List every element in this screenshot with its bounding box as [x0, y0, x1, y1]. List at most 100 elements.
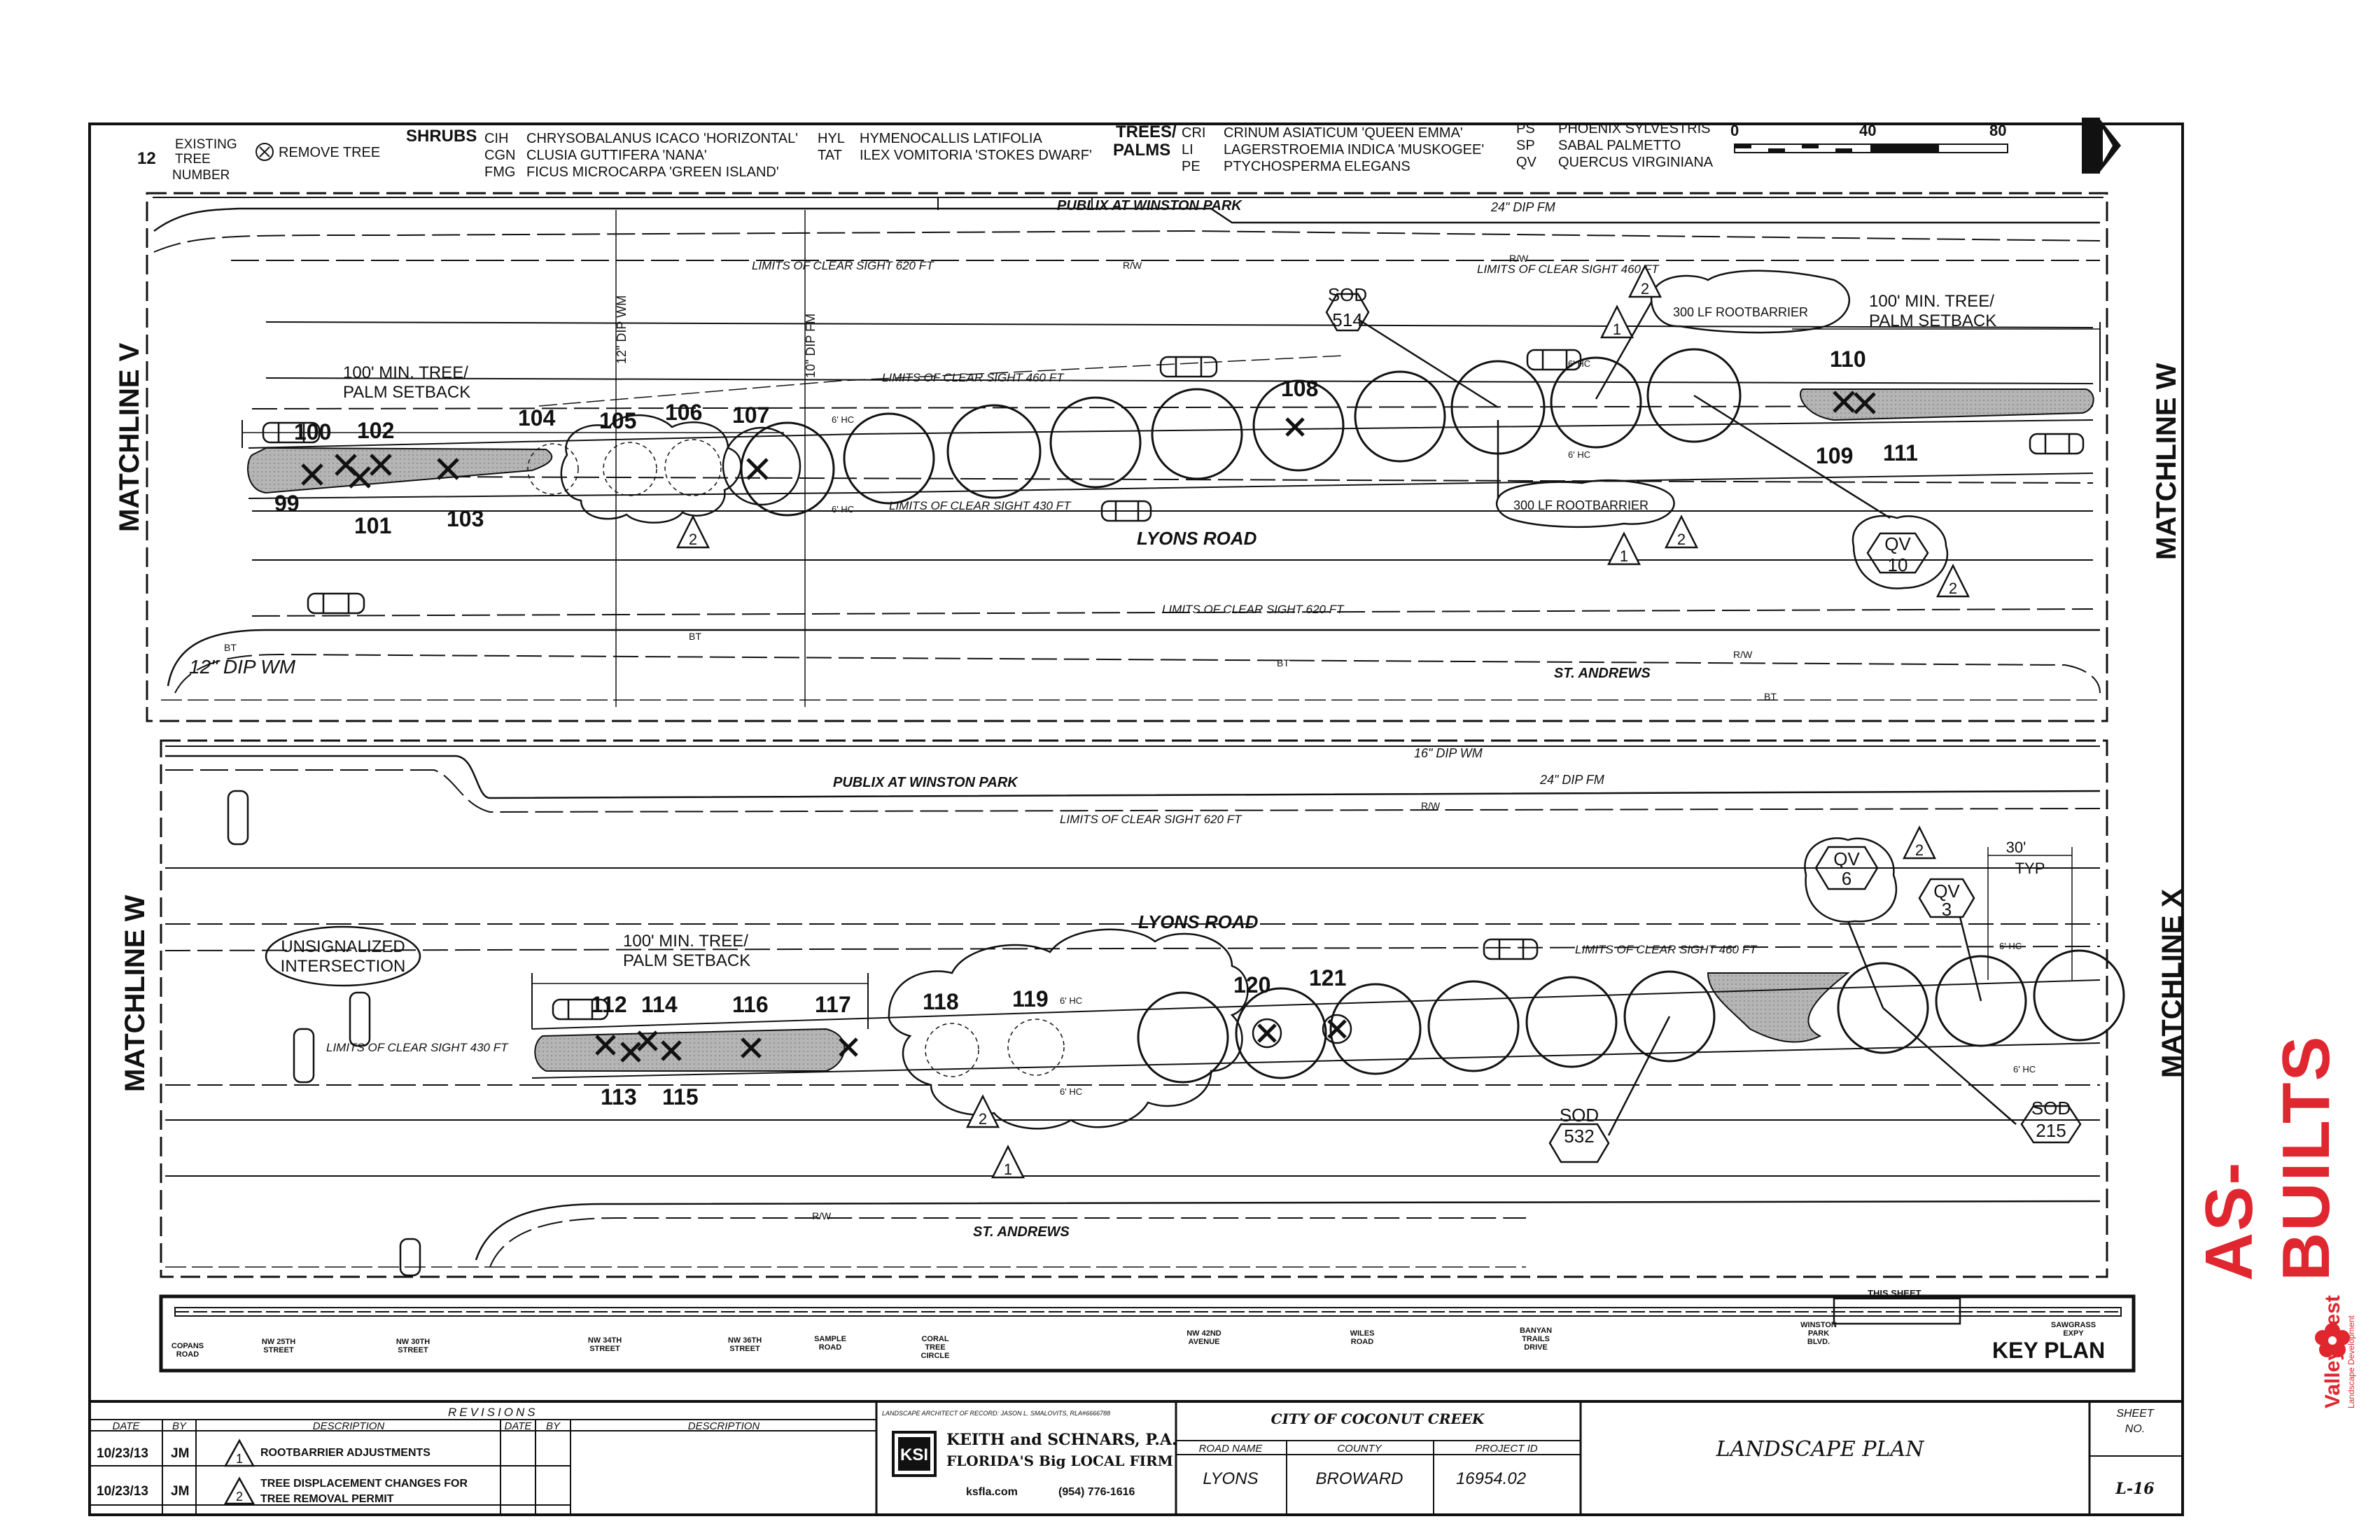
hc-label: 6' HC [832, 504, 854, 514]
legend-tree-code: PE [1182, 159, 1200, 174]
matchline-v-label: MATCHLINE V [114, 342, 145, 532]
car-icon [1483, 938, 1539, 960]
legend-tree-name: SABAL PALMETTO [1558, 138, 1681, 153]
car-icon [1100, 500, 1152, 522]
tree-number: 106 [665, 400, 702, 425]
legend-shrub-code: CIH [484, 131, 508, 146]
bt-label: BT [224, 642, 237, 653]
hc-label: 6' HC [1568, 449, 1590, 460]
title-block-text: REVISIONS DATE BY DESCRIPTION DATE BY DE… [97, 1406, 2155, 1505]
revisions-header: BY [546, 1420, 561, 1432]
tree-number: 102 [357, 418, 394, 443]
street-lyons-top: LYONS ROAD [1137, 528, 1257, 549]
typ-dimension: 30' [2006, 839, 2026, 856]
top-tree-removals [301, 391, 1876, 489]
top-callouts [262, 264, 2085, 615]
legend-tree-name: CRINUM ASIATICUM 'QUEEN EMMA' [1224, 125, 1463, 141]
legend-tree-name: PHOENIX SYLVESTRIS [1558, 121, 1710, 136]
street-standrews-bottom: ST. ANDREWS [973, 1224, 1070, 1240]
tree-number: 119 [1012, 986, 1049, 1011]
tree-number: 118 [923, 989, 959, 1014]
revision-2-marker: 2 [1677, 531, 1686, 548]
key-street: TREE [925, 1343, 945, 1352]
legend: EXISTING TREE NUMBER 12 REMOVE TREE SHRU… [137, 118, 2121, 183]
car-icon [293, 1028, 315, 1084]
legend-existing-line1: EXISTING [175, 137, 237, 152]
rootbarrier-label: 300 LF ROOTBARRIER [1673, 305, 1808, 319]
top-plan-panel [146, 192, 2108, 722]
north-arrow-icon [2082, 118, 2121, 174]
car-icon [307, 592, 365, 615]
bt-label: BT [1277, 657, 1289, 668]
tree-number: 99 [274, 491, 300, 516]
client-name: CITY OF COCONUT CREEK [1271, 1410, 1485, 1427]
firm-tagline: FLORIDA'S Big LOCAL FIRM [946, 1452, 1173, 1469]
setback-label: 100' MIN. TREE/ [623, 932, 748, 951]
legend-tree-code: PS [1516, 121, 1535, 136]
legend-shrub-name: CLUSIA GUTTIFERA 'NANA' [526, 148, 707, 163]
sheet-border [88, 122, 2184, 1516]
car-icon [1526, 349, 1582, 371]
revision-2-marker: 2 [689, 531, 697, 548]
sheet-no-label: SHEET [2116, 1408, 2155, 1420]
key-street: DRIVE [1524, 1343, 1548, 1352]
car-icon [399, 1238, 421, 1277]
legend-shrubs-label: SHRUBS [406, 127, 477, 146]
pipe-label: 16" DIP WM [1414, 746, 1483, 760]
rw-label: R/W [812, 1210, 832, 1222]
rootbarrier-label: 300 LF ROOTBARRIER [1513, 498, 1648, 512]
tree-number: 108 [1281, 376, 1318, 401]
legend-shrub-code: CGN [484, 148, 515, 163]
sheet-number: L-16 [2115, 1480, 2154, 1498]
revision-num: 1 [236, 1452, 243, 1466]
key-street: SAMPLE [814, 1335, 846, 1343]
typ-dimension: TYP [2015, 860, 2045, 877]
bt-label: BT [1764, 691, 1777, 702]
key-street: ROAD [819, 1343, 841, 1352]
key-street: WILES [1350, 1329, 1375, 1338]
matchline-w-label: MATCHLINE W [2151, 363, 2182, 560]
revision-date: 10/23/13 [97, 1484, 148, 1499]
key-street: ROAD [1351, 1338, 1373, 1346]
legend-shrub-code: FMG [484, 164, 515, 180]
street-lyons-bottom: LYONS ROAD [1138, 911, 1259, 932]
key-street: STREET [263, 1346, 294, 1354]
street-standrews-top: ST. ANDREWS [1554, 666, 1651, 681]
legend-tree-name: PTYCHOSPERMA ELEGANS [1224, 159, 1410, 174]
rw-label: R/W [1509, 253, 1529, 264]
legend-shrub-code: TAT [818, 148, 842, 163]
sight-line-label: LIMITS OF CLEAR SIGHT 460 FT [1477, 262, 1660, 276]
key-plan-streets: COPANS ROAD NW 25TH STREET NW 30TH STREE… [172, 1321, 2096, 1360]
revisions-title: REVISIONS [448, 1406, 538, 1419]
key-street: TRAILS [1522, 1335, 1550, 1343]
hc-label: 6' HC [1060, 995, 1082, 1006]
key-street: CIRCLE [921, 1352, 950, 1360]
bottom-tree-removals [595, 1019, 1347, 1063]
key-street: COPANS [172, 1342, 204, 1350]
qv-10-label: QV [1884, 533, 1911, 554]
revision-2-marker: 2 [1949, 580, 1957, 597]
sight-line-label: LIMITS OF CLEAR SIGHT 460 FT [1575, 943, 1758, 956]
car-icon [349, 991, 371, 1047]
scale-bar: 0 40 80 [1730, 122, 2008, 153]
top-trees [527, 348, 1742, 517]
legend-tree-name: QUERCUS VIRGINIANA [1558, 155, 1714, 170]
setback-label: PALM SETBACK [623, 951, 750, 970]
revision-date: 10/23/13 [97, 1446, 148, 1461]
project-header: COUNTY [1337, 1443, 1382, 1455]
key-street: WINSTON [1800, 1321, 1837, 1329]
bottom-callout-text: QV 6 QV 3 SOD 532 SOD 215 2 2 1 [979, 841, 2071, 1178]
revision-desc: ROOTBARRIER ADJUSTMENTS [260, 1447, 430, 1459]
remove-tree-icon [255, 143, 274, 161]
firm-web: ksfla.com [966, 1486, 1018, 1498]
setback-label: PALM SETBACK [343, 383, 470, 402]
revisions-header: BY [172, 1420, 187, 1432]
rw-label: R/W [1123, 260, 1142, 271]
sod-215-label: SOD [2031, 1098, 2071, 1119]
architect-of-record: LANDSCAPE ARCHITECT OF RECORD: JASON L. … [882, 1410, 1110, 1417]
bottom-tree-numbers: 112 114 116 117 118 119 120 121 113 115 [591, 965, 1346, 1110]
sheet-no-label: NO. [2125, 1423, 2145, 1435]
tree-number: 101 [354, 513, 391, 538]
top-panel-labels: MATCHLINE V MATCHLINE W PUBLIX AT WINSTO… [114, 198, 2182, 702]
key-street: AVENUE [1188, 1338, 1219, 1346]
